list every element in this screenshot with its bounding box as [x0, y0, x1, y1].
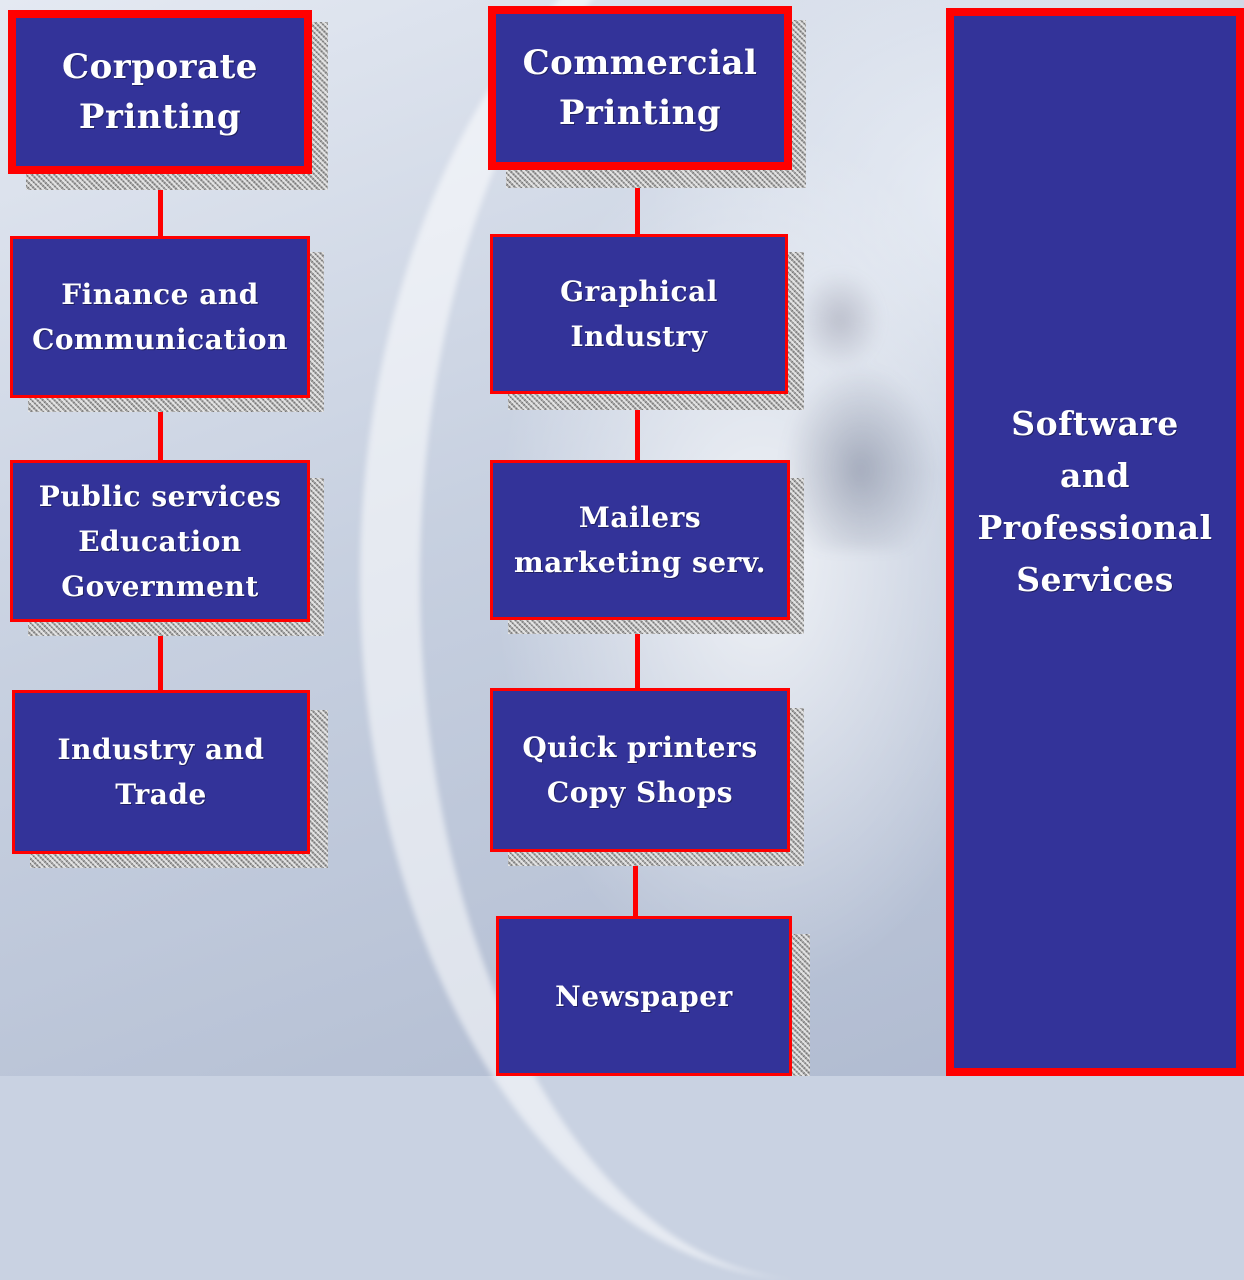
public-services-label: Public services Education Government: [38, 479, 282, 603]
graphical-industry-box: Graphical Industry: [490, 234, 788, 394]
commercial-printing-label: Commercial Printing: [522, 43, 758, 133]
public-services-box: Public services Education Government: [10, 460, 310, 622]
commercial-printing-box: Commercial Printing: [488, 6, 792, 170]
finance-communication-label: Finance and Communication: [32, 278, 288, 356]
mailers-label: Mailers marketing serv.: [513, 501, 767, 579]
connector: [158, 396, 163, 464]
newspaper-label: Newspaper: [555, 979, 733, 1013]
connector: [635, 618, 640, 692]
connector: [158, 620, 163, 694]
finance-communication-box: Finance and Communication: [10, 236, 310, 398]
newspaper-box: Newspaper: [496, 916, 792, 1076]
corporate-printing-label: Corporate Printing: [62, 47, 258, 137]
connector: [635, 392, 640, 464]
corporate-printing-box: Corporate Printing: [8, 10, 312, 174]
connector: [633, 850, 638, 920]
connector: [158, 170, 163, 240]
quick-printers-label: Quick printers Copy Shops: [522, 731, 758, 809]
software-services-label: Software and Professional Services: [977, 404, 1213, 599]
graphical-industry-label: Graphical Industry: [560, 275, 718, 353]
quick-printers-box: Quick printers Copy Shops: [490, 688, 790, 852]
industry-trade-box: Industry and Trade: [12, 690, 310, 854]
connector: [635, 166, 640, 236]
industry-trade-label: Industry and Trade: [57, 733, 265, 811]
software-services-box: Software and Professional Services: [946, 8, 1244, 1076]
mailers-box: Mailers marketing serv.: [490, 460, 790, 620]
